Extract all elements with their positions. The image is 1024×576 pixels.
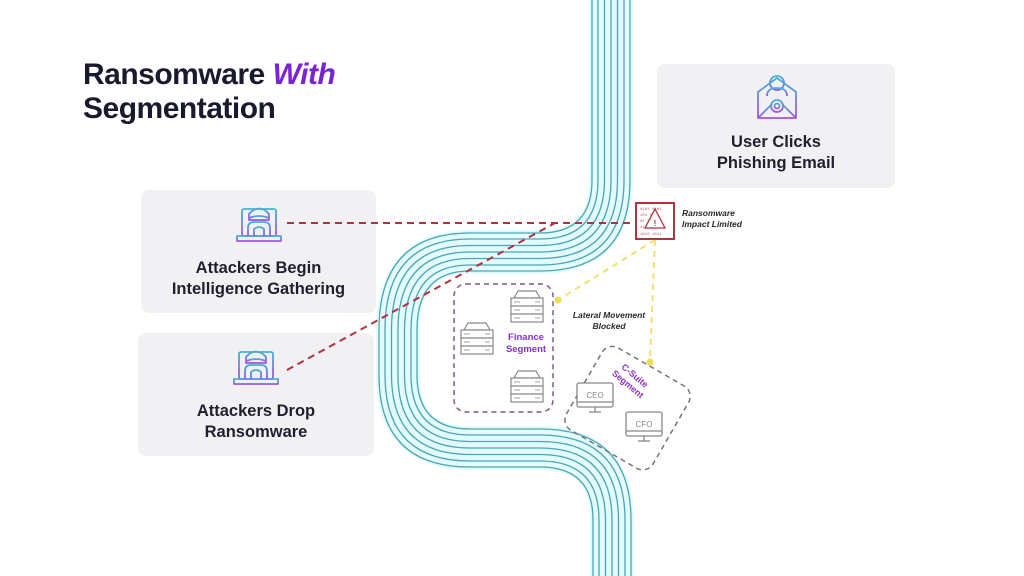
card-drop-label: Attackers Drop Ransomware: [196, 402, 316, 441]
river-line: [403, 0, 620, 576]
blocked-arrow-csuite: [646, 358, 654, 366]
svg-text:101 011: 101 011: [640, 214, 657, 218]
cfo-monitor-icon: [625, 411, 663, 442]
ceo-monitor-icon: [576, 382, 614, 413]
finance-segment-boundary: [453, 283, 554, 413]
impact-note: Ransomware Impact Limited: [682, 208, 742, 229]
infected-file-warning-icon: 0101 0101 101 011 01 10 11 01 1010 1011 …: [635, 202, 675, 240]
lateral-movement-note: Lateral Movement Blocked: [572, 310, 646, 331]
csuite-segment-boundary: [564, 345, 691, 471]
title-line2: Segmentation: [83, 92, 276, 125]
blocked-lateral-lines: [557, 239, 656, 361]
hacker-laptop-icon: [233, 350, 279, 385]
csuite-segment-label: C-Suite Segment: [610, 362, 650, 400]
river-line: [397, 0, 613, 576]
river-line: [410, 0, 626, 576]
card-intel-label: Attackers Begin Intelligence Gathering: [171, 259, 346, 298]
hacker-laptop-icon: [236, 207, 282, 242]
svg-text:0101 0101: 0101 0101: [640, 208, 662, 212]
title-accent: With: [272, 58, 336, 91]
card-phishing-label: User Clicks Phishing Email: [716, 133, 836, 172]
cfo-label: CFO: [636, 420, 653, 429]
river-line: [390, 0, 607, 576]
title-line1: Ransomware: [83, 58, 265, 91]
server-icon: [510, 370, 544, 403]
network-river: [376, 0, 634, 576]
svg-text:!: !: [654, 219, 657, 228]
river-line: [378, 0, 594, 576]
page-title: Ransomware With Segmentation: [83, 58, 336, 126]
server-icon: [460, 322, 494, 355]
ceo-label: CEO: [586, 391, 603, 400]
server-icon: [510, 290, 544, 323]
phishing-email-icon: [757, 75, 797, 119]
attack-path-drop: [286, 222, 556, 371]
blocked-arrow-finance: [554, 296, 562, 304]
card-phishing: User Clicks Phishing Email: [657, 64, 895, 188]
svg-text:01 10: 01 10: [640, 220, 653, 224]
finance-segment-label: Finance Segment: [505, 332, 547, 355]
svg-text:1010 1011: 1010 1011: [640, 233, 662, 237]
river-line: [384, 0, 600, 576]
card-intel: Attackers Begin Intelligence Gathering: [141, 190, 376, 313]
river-line: [416, 0, 632, 576]
card-drop: Attackers Drop Ransomware: [138, 333, 374, 456]
